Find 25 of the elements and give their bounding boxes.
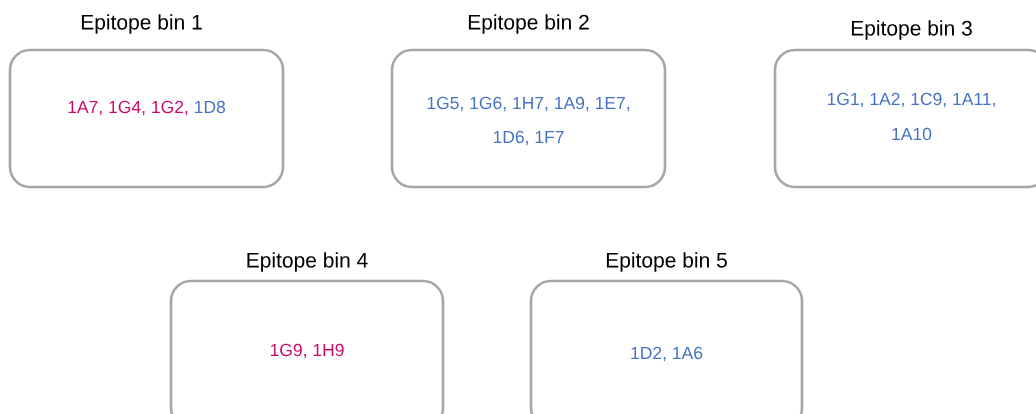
node-label: 1G4, <box>109 100 145 116</box>
bin-title: Epitope bin 1 <box>81 14 202 34</box>
antibody-list: 1G1, 1A2, 1C9, 1A11, <box>827 92 995 108</box>
node-label: 1G6, <box>470 96 506 112</box>
node-label: 1G1, <box>827 92 863 108</box>
bin-title: Epitope bin 2 <box>468 14 589 34</box>
node-label: 1H7, <box>513 96 548 112</box>
bin-title: Epitope bin 4 <box>247 252 368 272</box>
bin-title: Epitope bin 5 <box>606 252 727 272</box>
antibody-list: 1A10 <box>892 127 932 141</box>
antibody-list: 1G9, 1H9 <box>270 343 344 359</box>
bin-title: Epitope bin 3 <box>851 20 972 40</box>
antibody-list: 1A7, 1G4, 1G2, 1D8 <box>68 100 226 116</box>
antibody-list: 1D6, 1F7 <box>493 130 564 146</box>
node-label: 1G5, <box>427 96 463 112</box>
node-label: 1A2, <box>870 92 904 108</box>
node-label: 1D8 <box>195 100 226 114</box>
node-label: 1A9, <box>555 96 589 112</box>
node-label: 1C9, <box>911 92 946 108</box>
node-label: 1A11, <box>953 92 995 108</box>
node-label: 1E7, <box>595 96 630 112</box>
node-label: 1A7, <box>68 100 102 116</box>
antibody-list: 1D2, 1A6 <box>631 346 703 362</box>
node-label: 1G2, <box>152 100 188 116</box>
antibody-list: 1G5, 1G6, 1H7, 1A9, 1E7, <box>427 96 630 112</box>
